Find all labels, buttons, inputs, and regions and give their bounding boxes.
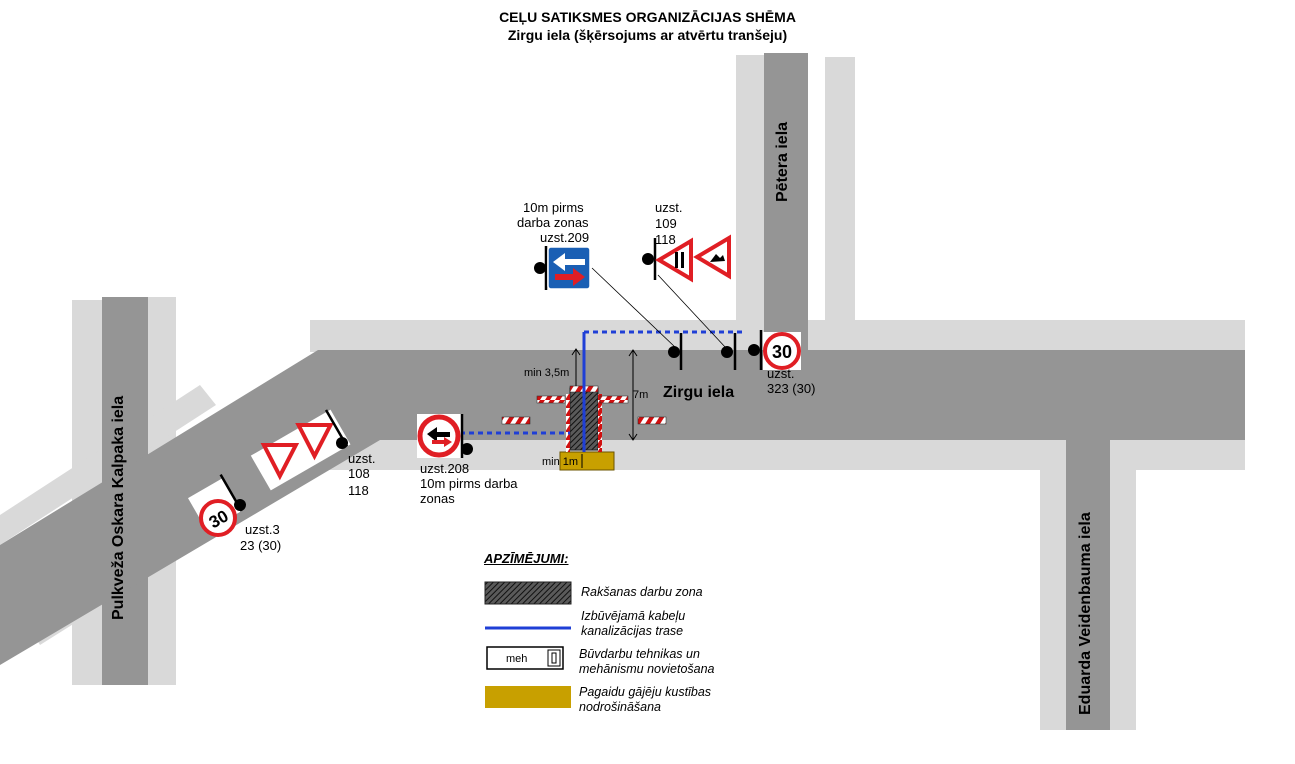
veidenbauma-sidewalk-left — [1040, 470, 1066, 730]
sign-323-label-1: uzst. — [767, 366, 795, 381]
post-north-1 — [668, 346, 680, 358]
post-323 — [748, 344, 760, 356]
sign-208-label-2: 10m pirms darba — [420, 476, 518, 491]
sign-209-code: uzst.209 — [540, 230, 590, 245]
sign-323-speed — [763, 332, 801, 370]
sign-208-arrow-black — [427, 427, 450, 442]
sign-109-post — [642, 253, 654, 265]
sign-109-label-2: 109 — [655, 216, 677, 231]
sign-323b-label-2: 23 (30) — [240, 538, 282, 553]
sign-109-label-3: 118 — [655, 232, 676, 247]
legend-header: APZĪMĒJUMI: — [484, 551, 569, 566]
legend-vehicle-symbol — [486, 646, 564, 670]
barrier-east — [599, 395, 629, 404]
petera-sidewalk-left — [736, 55, 764, 325]
zirgu-sidewalk-south — [410, 440, 1245, 470]
barrier-left — [566, 394, 570, 452]
sign-209-post — [534, 262, 546, 274]
veidenbauma-sidewalk-right — [1110, 470, 1136, 730]
sign-118-roadworks-west — [260, 443, 300, 481]
street-veidenbauma: Eduarda Veidenbauma iela — [1077, 512, 1094, 715]
dimension-7m-arrow-top — [628, 349, 638, 357]
sign-208-label-3: zonas — [420, 491, 455, 506]
post-north-2 — [721, 346, 733, 358]
leader-line-209 — [591, 267, 677, 349]
legend-vehicle-text: meh — [506, 653, 528, 665]
sign-209-note-1: 10m pirms — [523, 200, 584, 215]
veidenbauma-road — [1066, 440, 1110, 730]
sign-208-arrow-red — [432, 437, 452, 447]
title-line-2: Zirgu iela (šķērsojums ar atvērtu tranše… — [507, 27, 788, 43]
barrier-west — [536, 395, 566, 404]
dimension-min1-label: min 1m — [542, 456, 579, 468]
petera-road — [764, 53, 808, 353]
sign-208-post — [461, 443, 473, 455]
sign-108-narrowing-west — [295, 423, 334, 461]
legend-sidewalk-label-2: nodrošināšana — [579, 700, 662, 714]
legend-cable-label-1: Izbūvējamā kabeļu — [581, 609, 686, 623]
sign-118-worker — [710, 254, 725, 262]
sign-323b-speed — [199, 499, 237, 537]
street-petera: Pētera iela — [774, 121, 791, 202]
legend-dig-label: Rakšanas darbu zona — [581, 585, 703, 599]
sign-208-label-1: uzst.208 — [420, 461, 470, 476]
street-zirgu: Zirgu iela — [663, 384, 735, 401]
legend-cable-label-2: kanalizācijas trase — [581, 624, 684, 638]
street-kalpaka: Pulkveža Oskara Kalpaka iela — [110, 395, 127, 620]
dimension-min35-label: min 3,5m — [524, 367, 570, 379]
temporary-sidewalk — [559, 451, 615, 471]
dimension-7m-arrow-bottom — [628, 433, 638, 441]
sign-323-speed-value: 30 — [772, 342, 792, 362]
legend-sidewalk-symbol — [485, 686, 571, 708]
sign-323b-post — [234, 499, 246, 511]
sign-109-symbol-b — [681, 252, 684, 268]
title-line-1: CEĻU SATIKSMES ORGANIZĀCIJAS SHĒMA — [499, 9, 796, 25]
sign-209-note-2: darba zonas — [517, 215, 589, 230]
legend-dig-symbol — [484, 581, 572, 605]
legend-vehicle-cab — [547, 649, 561, 667]
legend-sidewalk-label-1: Pagaidu gājēju kustības — [579, 685, 712, 699]
petera-sidewalk-right — [825, 57, 855, 325]
dimension-min35-arrow — [571, 348, 581, 356]
sign-108-label-2: 108 — [348, 466, 370, 481]
sign-118-roadworks — [693, 234, 731, 280]
sign-209-panel — [547, 246, 591, 290]
sign-108-post — [336, 437, 348, 449]
sign-323-label-2: 323 (30) — [767, 381, 816, 396]
sign-108-label-1: uzst. — [348, 451, 376, 466]
dimension-7m-label: 7m — [633, 389, 649, 401]
legend-vehicle-label-2: mehānismu novietošana — [579, 662, 715, 676]
sign-109-label-1: uzst. — [655, 200, 683, 215]
barrier-right — [598, 394, 602, 452]
legend-vehicle-window — [551, 652, 557, 664]
legend-vehicle-label-1: Būvdarbu tehnikas un — [579, 647, 700, 661]
sign-108-label-3: 118 — [348, 483, 369, 498]
sign-323b-label-1: uzst.3 — [245, 522, 280, 537]
sign-209-arrow-left — [553, 253, 585, 271]
sign-209-arrow-right — [555, 268, 585, 286]
barrier-approach-west — [501, 416, 531, 425]
barrier-approach-east — [637, 416, 667, 425]
sign-109-symbol-a — [675, 252, 678, 268]
leader-line-109 — [657, 274, 727, 349]
